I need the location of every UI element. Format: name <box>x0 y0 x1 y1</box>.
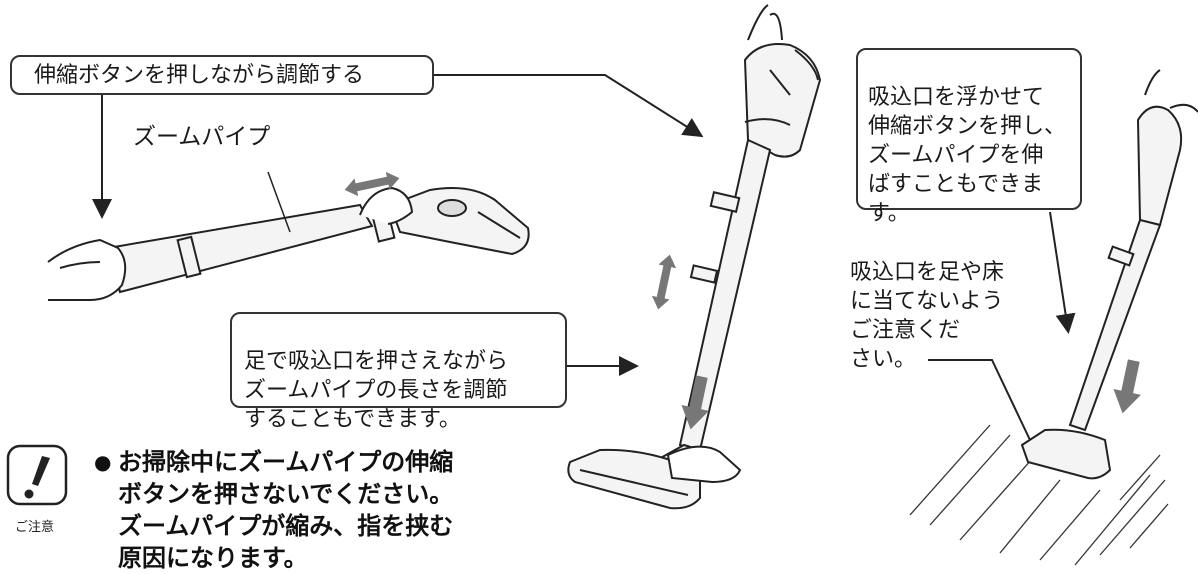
caution-exclamation-icon <box>6 444 68 506</box>
double-arrow-icon <box>344 171 400 197</box>
caution-text: お掃除中にズームパイプの伸縮 ボタンを押さないでください。 ズームパイプが縮み、… <box>118 448 454 572</box>
callout-foot-adjust-text: 足で吸込口を押さえながら ズームパイプの長さを調節 することもできます。 <box>244 349 509 432</box>
zoom-pipe-pointer <box>267 171 291 233</box>
callout-adjust: 伸縮ボタンを押しながら調節する <box>10 55 434 95</box>
caution-bullet: ● <box>94 450 112 474</box>
floor-warning-label: 吸込口を足や床 に当てないよう ご注意くだ さい。 <box>850 260 1005 372</box>
leader-floor-warning <box>928 359 1031 441</box>
zoom-pipe-label: ズームパイプ <box>133 124 271 150</box>
callout-lift-extend-text: 吸込口を浮かせて 伸縮ボタンを押し、 ズームパイプを伸 ばすこともできま す。 <box>868 85 1067 226</box>
callout-lift-extend: 吸込口を浮かせて 伸縮ボタンを押し、 ズームパイプを伸 ばすこともできま す。 <box>856 48 1082 226</box>
floor-lines <box>909 424 1169 566</box>
leader-lift-extend <box>1049 211 1076 334</box>
caution-icon-label: ご注意 <box>15 520 55 535</box>
extend-arrow-icon <box>651 254 677 310</box>
horizontal-vacuum-illustration <box>47 186 530 301</box>
upright-vacuum-illustration <box>567 4 822 510</box>
tilted-vacuum-illustration <box>1020 69 1198 480</box>
callout-foot-adjust: 足で吸込口を押さえながら ズームパイプの長さを調節 することもできます。 <box>230 312 567 432</box>
callout-adjust-text: 伸縮ボタンを押しながら調節する <box>34 63 365 88</box>
leader-adjust-right <box>433 74 704 138</box>
down-arrow-icon <box>681 375 709 430</box>
down-arrow-right-icon <box>1113 359 1141 414</box>
